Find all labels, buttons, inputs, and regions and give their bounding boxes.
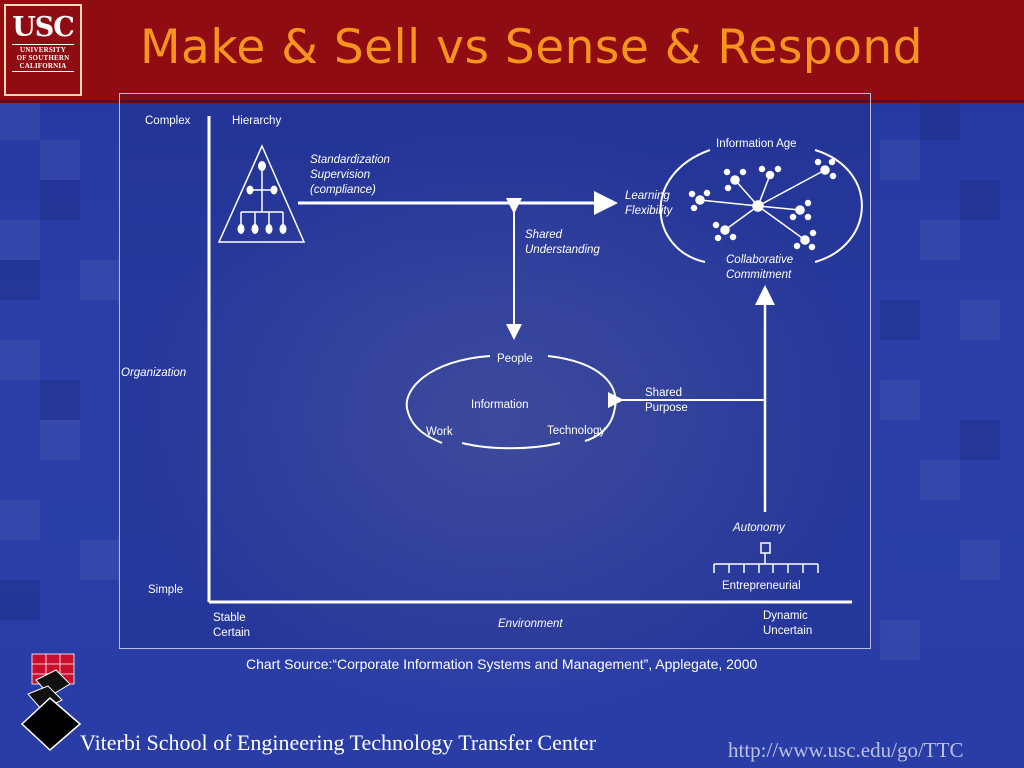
x-right-label-2: Uncertain xyxy=(763,625,812,637)
shared-purpose-1: Shared xyxy=(645,387,682,399)
hierarchy-nodes xyxy=(237,161,287,234)
autonomy-label: Autonomy xyxy=(732,522,786,534)
hierarchy-label: Hierarchy xyxy=(232,115,281,127)
commitment-label: Commitment xyxy=(726,269,792,281)
shared-purpose-2: Purpose xyxy=(645,402,688,414)
learning-label: Learning xyxy=(625,190,670,202)
information-label: Information xyxy=(471,399,529,411)
x-axis-label: Environment xyxy=(498,618,563,630)
y-axis-label: Organization xyxy=(121,367,186,379)
usc-logo: USC UNIVERSITY OF SOUTHERN CALIFORNIA xyxy=(4,4,82,96)
footer-school: Viterbi School of Engineering Technology… xyxy=(80,730,597,755)
shared-understanding-1: Shared xyxy=(525,229,563,241)
footer-url[interactable]: http://www.usc.edu/go/TTC xyxy=(728,738,964,762)
hierarchy-note-1: Standardization xyxy=(310,154,390,166)
chart-source: Chart Source:“Corporate Information Syst… xyxy=(246,656,758,672)
y-top-label: Complex xyxy=(145,115,191,127)
viterbi-logo-icon xyxy=(20,653,82,752)
usc-logo-line2: OF SOUTHERN xyxy=(16,54,70,62)
usc-logo-line3: CALIFORNIA xyxy=(19,62,67,70)
hierarchy-note-2: Supervision xyxy=(310,169,370,181)
x-left-label-1: Stable xyxy=(213,612,246,624)
usc-logo-line1: UNIVERSITY xyxy=(20,46,66,54)
title-bar: USC UNIVERSITY OF SOUTHERN CALIFORNIA Ma… xyxy=(0,0,1024,103)
people-label: People xyxy=(497,353,533,365)
entrepreneurial-label: Entrepreneurial xyxy=(722,580,801,592)
information-age-oval xyxy=(659,149,863,263)
flexibility-label: Flexibility xyxy=(625,205,674,217)
x-left-label-2: Certain xyxy=(213,627,250,639)
network-icon xyxy=(688,158,837,251)
slide-title: Make & Sell vs Sense & Respond xyxy=(140,20,924,75)
collaborative-label: Collaborative xyxy=(726,254,793,266)
usc-logo-text: USC xyxy=(12,12,75,43)
y-bottom-label: Simple xyxy=(148,584,183,596)
hierarchy-note-3: (compliance) xyxy=(310,184,376,196)
center-oval xyxy=(405,355,617,450)
information-age-label: Information Age xyxy=(716,138,797,150)
x-right-label-1: Dynamic xyxy=(763,610,808,622)
technology-label: Technology xyxy=(547,425,605,437)
hierarchy-icon xyxy=(217,144,306,243)
shared-understanding-2: Understanding xyxy=(525,244,600,256)
work-label: Work xyxy=(426,426,453,438)
entrepreneurial-icon xyxy=(713,542,819,573)
